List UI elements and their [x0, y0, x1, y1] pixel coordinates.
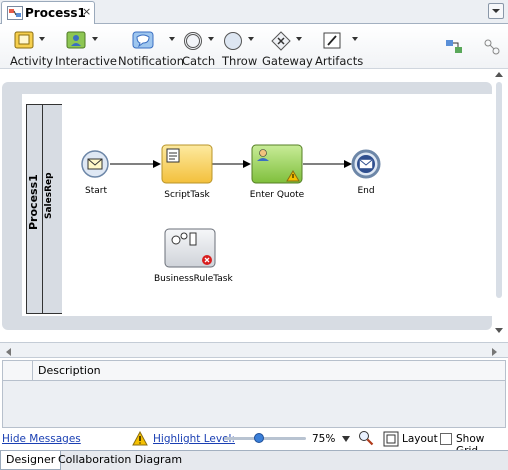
user-icon	[257, 149, 269, 161]
layout-label[interactable]: Layout	[402, 433, 438, 445]
tab-process1[interactable]: Process1 ×	[1, 1, 95, 24]
envelope-icon	[359, 159, 373, 169]
chevron-down-icon[interactable]	[341, 435, 351, 443]
scroll-thumb[interactable]	[496, 82, 502, 298]
tab-designer[interactable]: Designer	[0, 451, 62, 470]
palette-toolbar: Activity Interactive Notification Catch	[0, 25, 508, 69]
artifacts-button[interactable]: Artifacts	[314, 29, 364, 68]
zoom-slider-knob[interactable]	[254, 433, 265, 443]
catch-icon	[184, 32, 202, 50]
chevron-down-icon	[296, 37, 302, 41]
vertical-scrollbar[interactable]	[492, 70, 506, 338]
tab-collaboration-diagram[interactable]: Collaboration Diagram	[58, 453, 183, 466]
zoom-value: 75%	[312, 433, 336, 445]
editor-tab-bar: Process1 ×	[0, 0, 508, 24]
end-event[interactable]	[351, 149, 381, 179]
pool-process1[interactable]: Process1 SalesRep	[26, 104, 62, 314]
scroll-up-icon[interactable]	[495, 72, 503, 77]
catch-label: Catch	[182, 54, 216, 68]
warning-icon	[286, 170, 300, 182]
script-icon	[166, 148, 180, 163]
gateway-icon	[271, 31, 291, 51]
catch-button[interactable]: Catch	[182, 29, 218, 68]
scroll-down-icon[interactable]	[495, 328, 503, 333]
settings-icon[interactable]	[482, 37, 502, 57]
process-icon	[7, 6, 23, 20]
warning-icon	[132, 431, 148, 446]
notification-button[interactable]: Notification	[118, 29, 184, 68]
layout-icon[interactable]	[383, 431, 399, 447]
artifacts-icon	[323, 32, 341, 49]
activity-icon	[14, 31, 34, 49]
start-event[interactable]	[80, 149, 110, 179]
envelope-icon	[87, 158, 103, 170]
chevron-down-icon	[352, 37, 358, 41]
severity-column-header[interactable]	[3, 361, 33, 381]
notification-icon	[132, 31, 154, 49]
status-bar: Hide Messages Highlight Level: 75% Layou…	[0, 428, 508, 457]
gateway-label: Gateway	[262, 54, 313, 68]
script-task-label: ScriptTask	[164, 190, 210, 200]
artifacts-label: Artifacts	[315, 54, 364, 68]
tab-menu-button[interactable]	[488, 3, 504, 19]
gateway-button[interactable]: Gateway	[262, 29, 313, 68]
chevron-down-icon	[92, 37, 98, 41]
canvas-border: Process1 SalesRep	[2, 82, 495, 330]
business-rule-task[interactable]	[164, 228, 216, 268]
bottom-tab-bar: Designer Collaboration Diagram	[0, 450, 508, 470]
error-icon	[202, 255, 212, 265]
activity-button[interactable]: Activity	[8, 29, 53, 68]
close-icon[interactable]: ×	[82, 5, 92, 18]
activity-label: Activity	[10, 54, 54, 68]
canvas-surface[interactable]: Process1 SalesRep	[22, 94, 495, 316]
end-label: End	[357, 186, 375, 196]
throw-label: Throw	[222, 54, 258, 68]
lane-salesrep[interactable]: SalesRep	[42, 105, 62, 313]
enter-quote-task[interactable]	[251, 144, 303, 184]
tab-title: Process1	[25, 6, 86, 20]
zoom-icon[interactable]	[358, 430, 374, 446]
messages-header: Description	[3, 361, 505, 381]
scroll-left-icon[interactable]	[6, 348, 11, 356]
chevron-down-icon	[39, 37, 45, 41]
pane-splitter[interactable]	[0, 342, 508, 358]
description-column-header[interactable]: Description	[38, 364, 101, 377]
notification-label: Notification	[118, 54, 184, 68]
interactive-button[interactable]: Interactive	[55, 29, 117, 68]
highlight-level-link[interactable]: Highlight Level:	[153, 433, 235, 445]
business-rule-label: BusinessRuleTask	[154, 274, 233, 284]
messages-panel: Description	[2, 360, 506, 428]
start-label: Start	[85, 186, 107, 196]
chevron-down-icon	[248, 37, 254, 41]
script-task[interactable]	[161, 144, 213, 184]
interactive-label: Interactive	[55, 54, 117, 68]
gears-icon	[171, 232, 197, 246]
interactive-icon	[66, 31, 86, 49]
zoom-slider[interactable]	[224, 433, 306, 443]
throw-button[interactable]: Throw	[222, 29, 258, 68]
chevron-down-icon	[492, 9, 500, 13]
throw-icon	[224, 32, 242, 50]
hide-messages-link[interactable]: Hide Messages	[2, 433, 81, 445]
enter-quote-label: Enter Quote	[249, 190, 305, 200]
diagram-flows	[110, 160, 352, 168]
chevron-down-icon	[169, 37, 175, 41]
auto-layout-icon[interactable]	[444, 37, 464, 57]
diagram-canvas[interactable]: Process1 SalesRep	[0, 70, 508, 342]
show-grid-checkbox[interactable]	[440, 433, 452, 445]
scroll-right-icon[interactable]	[492, 348, 497, 356]
chevron-down-icon	[208, 37, 214, 41]
